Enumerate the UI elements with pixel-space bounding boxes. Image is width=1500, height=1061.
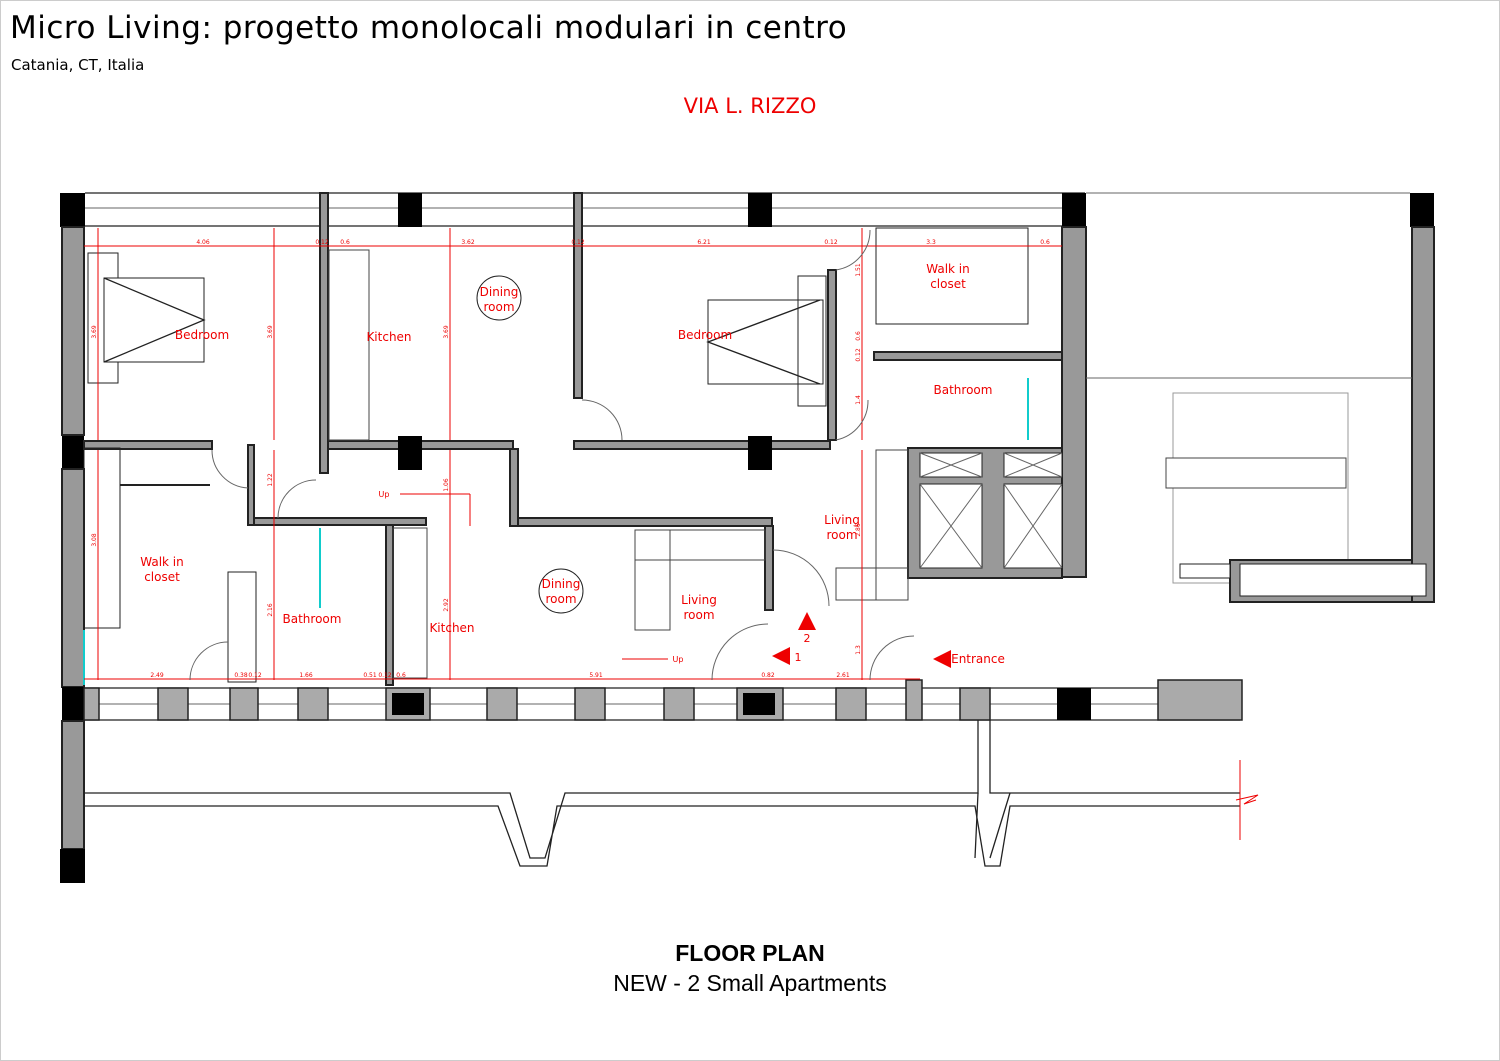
dim-label: 2.16 xyxy=(267,603,274,617)
dining-table-icon xyxy=(476,275,522,321)
dim-label: 0.12 xyxy=(571,239,585,246)
room-label-dining: Dining xyxy=(542,577,581,591)
markers: Up Up 1 2 Entrance xyxy=(379,490,1005,668)
room-label-bedroom: Bedroom xyxy=(678,328,732,342)
dim-label: 0.12 xyxy=(248,672,262,679)
dim-label: 3.69 xyxy=(91,325,98,339)
dim-label: 1.22 xyxy=(267,473,274,487)
dim-label: 0.12 xyxy=(315,239,329,246)
dim-label: 0.6 xyxy=(1040,239,1050,246)
room-label-dining: room xyxy=(483,300,514,314)
entrance-arrow-icon xyxy=(933,650,951,668)
room-label-living: room xyxy=(826,528,857,542)
dim-label: 2.49 xyxy=(150,672,164,679)
west-wall xyxy=(61,226,85,436)
furniture xyxy=(83,227,1029,685)
dim-label: 1.51 xyxy=(855,263,862,277)
column xyxy=(60,193,85,227)
caption-heading: FLOOR PLAN xyxy=(675,940,825,966)
room-label-kitchen: Kitchen xyxy=(366,330,411,344)
room-label-dining: room xyxy=(545,592,576,606)
drawing-location: Catania, CT, Italia xyxy=(11,56,145,74)
south-facade xyxy=(83,679,1259,867)
door-number: 1 xyxy=(795,651,802,664)
dim-label: 0.12 xyxy=(824,239,838,246)
dim-label: 1.66 xyxy=(299,672,313,679)
dim-label: 4.06 xyxy=(196,239,210,246)
sofa-icon xyxy=(875,449,909,601)
dim-label: 0.6 xyxy=(855,331,862,341)
room-label-walk-in-closet: Walk in xyxy=(140,555,184,569)
dim-label: 1.06 xyxy=(443,478,450,492)
door-number: 2 xyxy=(804,632,811,645)
room-label-bathroom: Bathroom xyxy=(283,612,342,626)
door-arrow-icon xyxy=(798,612,816,630)
doors xyxy=(189,229,915,681)
dim-label: 2.92 xyxy=(443,598,450,612)
room-label-walk-in-closet: closet xyxy=(144,570,180,584)
column xyxy=(1062,193,1086,227)
dim-label: 5.91 xyxy=(589,672,603,679)
room-label-bedroom: Bedroom xyxy=(175,328,229,342)
door-arrow-icon xyxy=(772,647,790,665)
east-wall xyxy=(1061,226,1087,578)
stair-up-label: Up xyxy=(379,490,390,499)
dim-label: 3.69 xyxy=(267,325,274,339)
sofa-icon xyxy=(634,529,766,561)
room-label-walk-in-closet: closet xyxy=(930,277,966,291)
room-label-living: Living xyxy=(824,513,860,527)
column xyxy=(1410,193,1434,227)
dimension-lines xyxy=(84,228,1062,680)
dim-label: 3.62 xyxy=(461,239,475,246)
room-label-living: Living xyxy=(681,593,717,607)
dim-label: 6.21 xyxy=(697,239,711,246)
interior-walls xyxy=(83,192,1063,686)
dim-label: 3.69 xyxy=(443,325,450,339)
dim-label: 1.4 xyxy=(855,395,862,405)
column xyxy=(398,193,422,227)
bed-icon xyxy=(103,277,205,363)
dim-label: 0.12 xyxy=(378,672,392,679)
room-label-dining: Dining xyxy=(480,285,519,299)
bed-icon xyxy=(707,299,824,385)
entrance-label: Entrance xyxy=(951,652,1005,666)
stair-up-label: Up xyxy=(673,655,684,664)
dim-label: 3.3 xyxy=(926,239,936,246)
dim-label: 2.61 xyxy=(836,672,850,679)
caption-subheading: NEW - 2 Small Apartments xyxy=(613,970,887,996)
dim-label: 1.3 xyxy=(855,645,862,655)
dining-table-icon xyxy=(538,568,584,614)
dim-label: 3.08 xyxy=(91,533,98,547)
dim-label: 0.6 xyxy=(396,672,406,679)
room-label-bathroom: Bathroom xyxy=(934,383,993,397)
room-label-walk-in-closet: Walk in xyxy=(926,262,970,276)
dim-label: 0.12 xyxy=(855,348,862,362)
dim-label: 0.38 xyxy=(234,672,248,679)
north-facade xyxy=(60,192,1434,227)
dim-label: 0.6 xyxy=(340,239,350,246)
room-label-living: room xyxy=(683,608,714,622)
staircase xyxy=(1086,377,1427,603)
column xyxy=(748,193,772,227)
dimension-labels: 4.06 0.12 0.6 3.62 0.12 6.21 0.12 3.3 0.… xyxy=(91,239,1050,679)
dim-label: 0.82 xyxy=(761,672,775,679)
dim-label: 0.51 xyxy=(363,672,377,679)
street-name: VIA L. RIZZO xyxy=(683,94,817,118)
room-labels: Bedroom Kitchen Dining room Bedroom Walk… xyxy=(140,262,992,635)
room-label-kitchen: Kitchen xyxy=(429,621,474,635)
drawing-title: Micro Living: progetto monolocali modula… xyxy=(10,10,848,46)
dim-label: 2.86 xyxy=(855,523,862,537)
